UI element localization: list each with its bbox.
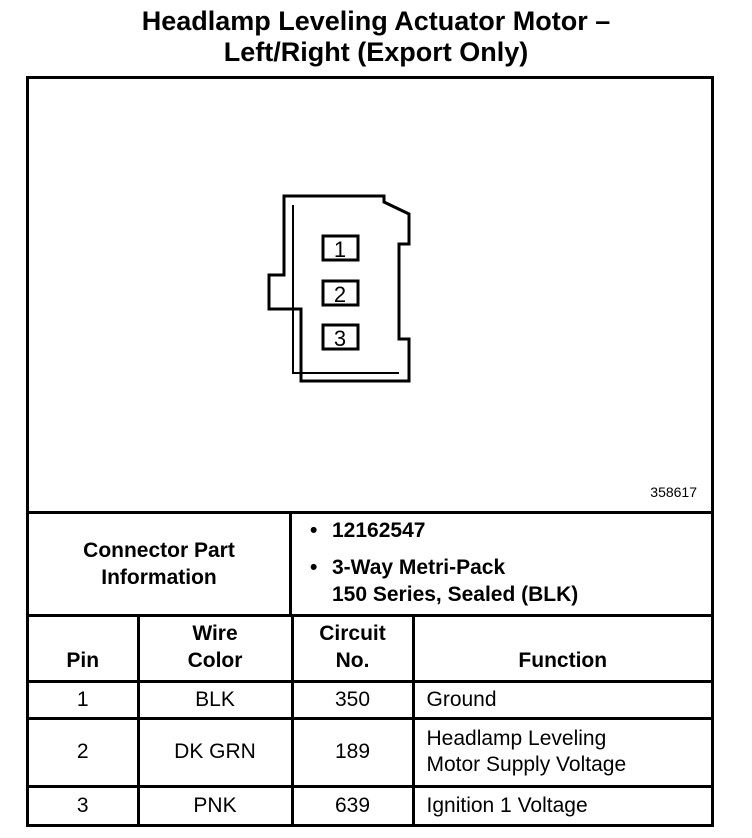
connector-info-row: Connector Part Information • 12162547 • … <box>29 514 711 617</box>
connector-description-item: • 3-Way Metri-Pack 150 Series, Sealed (B… <box>310 554 579 608</box>
pin-2-label: 2 <box>334 282 346 307</box>
pin-cavity-2: 2 <box>321 279 360 307</box>
connector-info-label: Connector Part Information <box>29 514 292 614</box>
pin-1-label: 1 <box>334 237 346 262</box>
cell-wire-color: BLK <box>136 679 294 720</box>
cell-pin: 1 <box>29 679 140 720</box>
title-line-1: Headlamp Leveling Actuator Motor – <box>141 6 611 36</box>
part-number-item: • 12162547 <box>310 517 426 544</box>
pin-cavity-1: 1 <box>321 234 360 262</box>
pin-cavity-3: 3 <box>321 323 360 351</box>
cell-function: Ignition 1 Voltage <box>411 784 711 824</box>
page-title: Headlamp Leveling Actuator Motor – Left/… <box>0 6 752 68</box>
header-wire-color: Wire Color <box>136 617 294 683</box>
cell-function: Headlamp Leveling Motor Supply Voltage <box>411 716 711 788</box>
header-pin: Pin <box>29 617 140 683</box>
table-row: 2 DK GRN 189 Headlamp Leveling Motor Sup… <box>29 716 711 788</box>
cell-pin: 3 <box>29 784 140 824</box>
connector-face-diagram: 1 2 3 <box>267 194 411 383</box>
cell-pin: 2 <box>29 716 140 788</box>
table-header-row: Pin Wire Color Circuit No. Function <box>29 617 711 683</box>
header-circuit-no: Circuit No. <box>290 617 415 683</box>
diagram-id: 358617 <box>650 484 697 500</box>
connector-housing-outline <box>267 194 411 383</box>
connector-description-line-1: 3-Way Metri-Pack <box>332 556 506 579</box>
cell-function: Ground <box>411 679 711 720</box>
cell-wire-color: DK GRN <box>136 716 294 788</box>
cell-wire-color: PNK <box>136 784 294 824</box>
cell-circuit: 350 <box>290 679 415 720</box>
cell-circuit: 189 <box>290 716 415 788</box>
bullet-icon: • <box>310 556 318 579</box>
header-function: Function <box>411 617 711 683</box>
connector-description-line-2: 150 Series, Sealed (BLK) <box>332 583 579 606</box>
connector-info-label-line-1: Connector Part <box>83 539 235 562</box>
title-line-2: Left/Right (Export Only) <box>223 37 529 67</box>
cell-circuit: 639 <box>290 784 415 824</box>
connector-info-label-line-2: Information <box>101 566 217 589</box>
pin-table: Pin Wire Color Circuit No. Function 1 BL… <box>29 617 711 824</box>
bullet-icon: • <box>310 519 318 542</box>
part-number: 12162547 <box>332 519 426 542</box>
connector-diagram-area: 1 2 3 358617 <box>29 79 711 514</box>
table-row: 3 PNK 639 Ignition 1 Voltage <box>29 784 711 824</box>
connector-info-values: • 12162547 • 3-Way Metri-Pack 150 Series… <box>292 514 711 614</box>
connector-frame: 1 2 3 358617 Connector Part Information … <box>26 76 714 827</box>
pin-3-label: 3 <box>334 326 346 351</box>
table-row: 1 BLK 350 Ground <box>29 679 711 720</box>
